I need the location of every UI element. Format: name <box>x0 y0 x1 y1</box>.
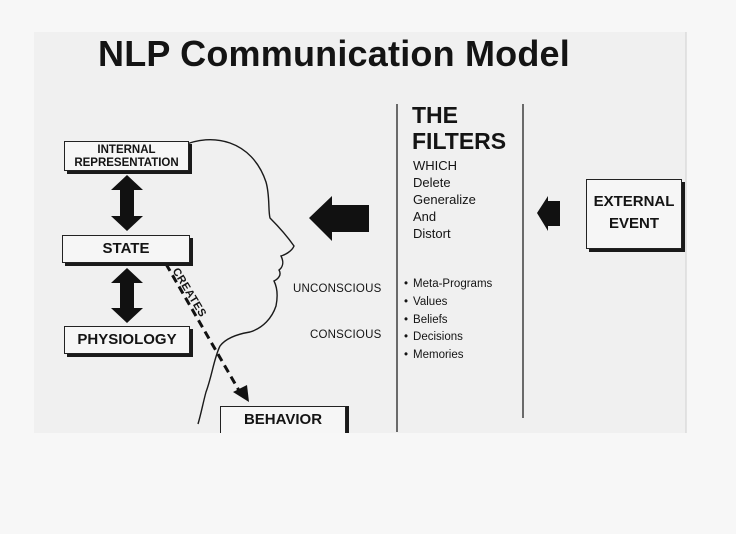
conscious-label: CONSCIOUS <box>310 329 382 341</box>
external-event-box: EXTERNAL EVENT <box>586 179 682 249</box>
filter-types-list: Meta-Programs Values Beliefs Decisions M… <box>404 276 492 365</box>
double-arrow-icon <box>111 175 143 231</box>
filters-action-distort: Distort <box>413 226 451 241</box>
filters-action-delete: Delete <box>413 175 451 190</box>
filters-action-and: And <box>413 209 437 224</box>
head-profile-icon <box>181 138 295 425</box>
list-item: Decisions <box>404 329 492 347</box>
list-item: Beliefs <box>404 312 492 330</box>
external-label-line1: EXTERNAL <box>593 193 675 210</box>
list-item: Memories <box>404 347 492 365</box>
filters-heading-line2: FILTERS <box>412 128 507 154</box>
unconscious-label: UNCONSCIOUS <box>293 283 382 295</box>
dashed-arrow-head-icon <box>233 385 249 402</box>
double-arrow-icon <box>111 268 143 323</box>
internal-label-line1: INTERNAL <box>97 144 156 156</box>
behavior-box: BEHAVIOR <box>220 406 346 433</box>
list-item: Meta-Programs <box>404 276 492 294</box>
scanned-page <box>34 32 686 433</box>
external-label-line2: EVENT <box>608 215 659 232</box>
left-arrow-icon <box>309 196 369 241</box>
filters-action-generalize: Generalize <box>413 192 476 207</box>
state-box: STATE <box>62 235 190 263</box>
left-arrow-icon <box>537 196 560 231</box>
internal-label-line2: REPRESENTATION <box>74 157 179 169</box>
internal-representation-box: INTERNAL REPRESENTATION <box>64 141 189 171</box>
filters-actions: WHICH Delete Generalize And Distort <box>413 157 476 242</box>
physiology-box: PHYSIOLOGY <box>64 326 190 354</box>
list-item: Values <box>404 294 492 312</box>
filters-heading: THE FILTERS <box>412 102 506 154</box>
filters-heading-line1: THE <box>412 102 458 128</box>
filters-which: WHICH <box>413 158 458 173</box>
page-title: NLP Communication Model <box>98 33 570 74</box>
